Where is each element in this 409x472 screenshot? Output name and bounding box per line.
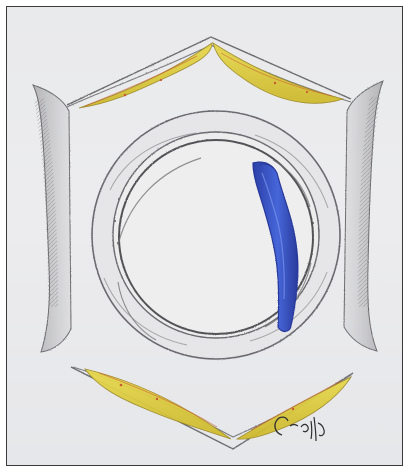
bottom-fat-pad-icon [71,367,353,449]
pencil-illustration [7,7,403,466]
paper-sheet: C. Afb [6,6,403,466]
right-shaded-wall-icon [344,81,383,351]
top-fat-pad-icon [67,37,351,108]
left-shaded-wall-icon [33,85,71,352]
